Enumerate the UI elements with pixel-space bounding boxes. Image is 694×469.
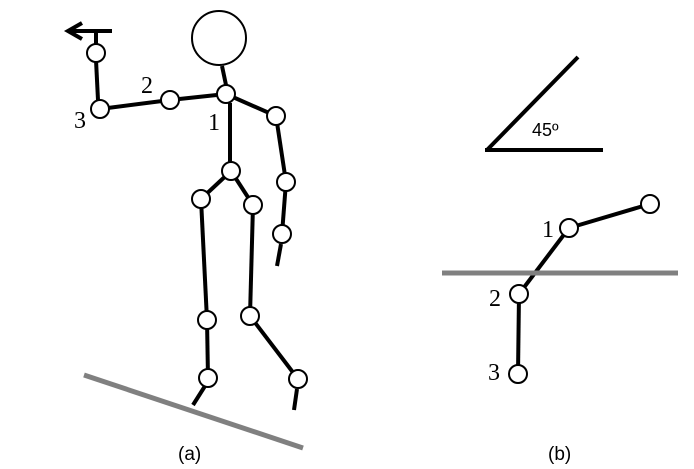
ground-line-a bbox=[83, 372, 304, 451]
joint-hip-left bbox=[191, 189, 211, 209]
joint-2-elbow bbox=[160, 90, 180, 110]
joint-3 bbox=[508, 364, 528, 384]
hand-segment bbox=[94, 59, 100, 101]
forearm-left bbox=[99, 98, 171, 111]
joint-hip-right bbox=[243, 195, 263, 215]
head bbox=[191, 10, 247, 66]
joint-wrist-right bbox=[272, 224, 292, 244]
joint-1 bbox=[559, 218, 579, 238]
joint-elbow-right bbox=[276, 172, 296, 192]
neck bbox=[220, 65, 228, 86]
forearm-right bbox=[274, 115, 288, 183]
foot-left bbox=[191, 384, 207, 407]
angle-label: 45º bbox=[532, 120, 559, 140]
joint-knee-left bbox=[197, 310, 217, 330]
joint-ankle-left bbox=[198, 368, 218, 388]
lower-segment bbox=[516, 293, 521, 375]
label-joint-3-b: 3 bbox=[488, 360, 500, 386]
upper-arm-segment bbox=[517, 226, 571, 296]
shin-right bbox=[248, 314, 300, 381]
joint-ankle-right bbox=[288, 369, 308, 389]
thigh-left bbox=[199, 198, 209, 321]
forearm-segment bbox=[568, 202, 651, 230]
arrow-left-icon bbox=[63, 21, 83, 41]
caption-a: (a) bbox=[178, 444, 201, 465]
panel-b-arm-diagram: 45º 1 2 3 (b) bbox=[442, 55, 678, 465]
label-joint-2: 2 bbox=[141, 73, 153, 99]
finger-right bbox=[275, 243, 283, 267]
label-joint-2-b: 2 bbox=[489, 286, 501, 312]
joint-shoulder-right bbox=[266, 106, 286, 126]
thigh-right bbox=[248, 204, 255, 317]
label-joint-3: 3 bbox=[74, 108, 86, 134]
caption-b: (b) bbox=[548, 444, 571, 465]
joint-knee-right bbox=[240, 306, 260, 326]
panel-a-stick-figure: 1 2 3 (a) bbox=[63, 10, 308, 465]
joint-hand bbox=[86, 43, 106, 63]
joint-1-shoulder bbox=[216, 84, 236, 104]
joint-end bbox=[640, 194, 660, 214]
angle-ray-diagonal bbox=[485, 55, 580, 152]
foot-right bbox=[292, 388, 299, 411]
label-joint-1: 1 bbox=[208, 110, 220, 136]
joint-2 bbox=[509, 284, 529, 304]
label-joint-1-b: 1 bbox=[542, 217, 554, 243]
joint-pelvis bbox=[221, 161, 241, 181]
joint-3-wrist bbox=[90, 99, 110, 119]
